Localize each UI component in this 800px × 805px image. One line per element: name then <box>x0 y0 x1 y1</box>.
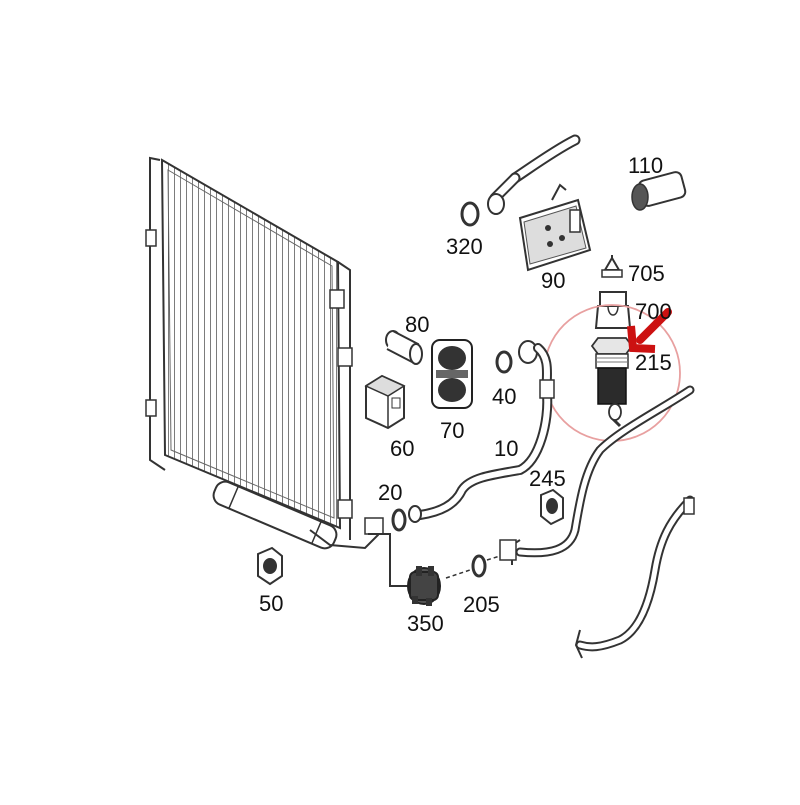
part-50-nut <box>257 546 283 586</box>
part-40 <box>495 340 538 374</box>
label-320: 320 <box>446 234 483 259</box>
o-ring-20 <box>391 508 407 532</box>
label-20: 20 <box>378 480 403 505</box>
part-215-sensor <box>590 337 634 428</box>
upper-hose <box>487 134 581 215</box>
part-60-block <box>364 374 406 430</box>
part-90-bracket <box>518 183 592 272</box>
part-700 <box>594 291 632 329</box>
label-245: 245 <box>529 466 566 491</box>
part-80 <box>385 330 423 365</box>
o-ring-205 <box>445 554 501 579</box>
label-350: 350 <box>407 611 444 636</box>
part-245-nut <box>540 488 564 526</box>
leader-line-350 <box>368 533 408 587</box>
part-350-gear <box>407 566 441 606</box>
label-10: 10 <box>494 436 519 461</box>
label-205: 205 <box>463 592 500 617</box>
label-705: 705 <box>628 261 665 286</box>
right-hose-lower <box>574 495 695 659</box>
label-40: 40 <box>492 384 517 409</box>
red-arrow-indicator <box>627 308 672 353</box>
right-hose-upper <box>499 385 695 565</box>
part-705 <box>601 255 623 278</box>
label-215: 215 <box>635 350 672 375</box>
condenser <box>145 156 384 550</box>
hose-10 <box>408 343 555 523</box>
label-60: 60 <box>390 436 415 461</box>
label-50: 50 <box>259 591 284 616</box>
part-70-clamp <box>431 339 473 409</box>
o-ring-320 <box>460 201 480 227</box>
label-80: 80 <box>405 312 430 337</box>
label-90: 90 <box>541 268 566 293</box>
label-70: 70 <box>440 418 465 443</box>
label-700: 700 <box>635 299 672 324</box>
part-110 <box>631 171 687 211</box>
label-110: 110 <box>628 153 664 178</box>
